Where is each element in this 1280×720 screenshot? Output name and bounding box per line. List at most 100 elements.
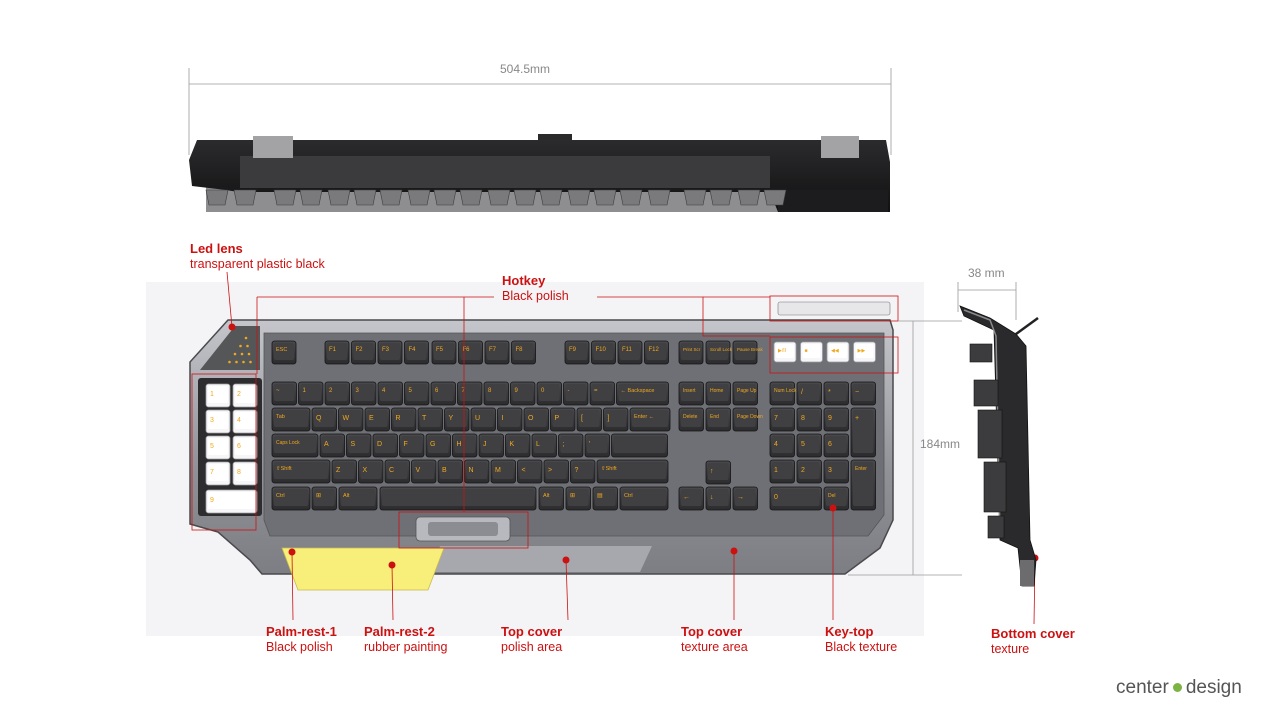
key-row2-6: Y	[444, 407, 470, 432]
key-legend: 1	[303, 388, 307, 394]
key-legend: '	[589, 441, 590, 448]
led-lens-panel	[200, 326, 260, 370]
key-legend: 5	[409, 388, 413, 394]
front-keycap-3	[299, 189, 323, 206]
key-legend: B	[442, 467, 447, 474]
front-keycap-10	[487, 189, 511, 206]
front-keycap-14	[593, 189, 617, 206]
key-pause-break: Pause Break	[732, 340, 764, 365]
key-row1-12: =	[589, 381, 615, 406]
key-legend: Z	[336, 467, 341, 474]
side-view	[957, 282, 1039, 587]
led-lens-subtitle: transparent plastic black	[190, 257, 325, 271]
key-legend: ESC	[276, 347, 287, 353]
key-print-screen: Print Scr	[678, 340, 704, 365]
key-legend: C	[389, 467, 394, 474]
key-row1-10: 0	[536, 381, 562, 406]
front-keycap-6	[379, 189, 403, 206]
key-legend: 3	[828, 467, 832, 474]
key-legend: ⊞	[570, 493, 575, 499]
key-row2-9: O	[523, 407, 549, 432]
key-nav-1: Home	[705, 381, 731, 406]
key-legend: F7	[489, 347, 497, 353]
key-legend: V	[416, 467, 421, 474]
front-view	[188, 68, 892, 212]
key-num-minus: −	[850, 381, 876, 406]
key-row2-1: Q	[311, 407, 337, 432]
key-legend: 9	[828, 415, 832, 422]
key-f10: F10	[591, 340, 616, 365]
macro-key-7: 7	[205, 461, 231, 486]
key-legend: S	[351, 441, 356, 448]
key-legend: 7	[774, 415, 778, 422]
key-legend: 4	[382, 388, 386, 394]
key-legend: /	[801, 389, 803, 396]
key-row2-4: R	[391, 407, 417, 432]
key-row2-7: U	[470, 407, 496, 432]
key-num-3: 3	[823, 459, 849, 484]
palm-rest-rubber	[281, 547, 445, 591]
front-keycap-15	[619, 189, 643, 206]
key-legend: 3	[356, 388, 360, 394]
side-keycap-2	[977, 409, 1003, 459]
height-dimension-label: 38 mm	[968, 266, 1005, 280]
macro-key-2: 2	[232, 383, 258, 408]
logo-text-left: center	[1116, 677, 1169, 698]
bottom-cover-subtitle: texture	[991, 642, 1030, 656]
key-legend: F2	[356, 347, 364, 353]
key-row3-3: D	[372, 433, 398, 458]
key-num-plus: +	[850, 407, 876, 458]
key-legend: Del	[828, 493, 836, 499]
key-row2-8: I	[497, 407, 523, 432]
front-keycap-18	[709, 189, 733, 206]
key-enter-lower	[611, 433, 668, 458]
key-legend: Print Scr	[683, 347, 701, 352]
key-num-enter: Enter	[850, 459, 876, 511]
key-legend: Scroll Lock	[710, 347, 733, 352]
led-dot	[249, 360, 252, 364]
front-key-teeth	[205, 189, 787, 206]
key-legend: I	[502, 415, 504, 422]
key-legend: =	[594, 388, 598, 394]
led-dot	[239, 344, 242, 348]
key-legend: ⇧Shift	[601, 465, 617, 472]
macro-callout-frame	[191, 373, 257, 531]
key-f3: F3	[377, 340, 403, 365]
key-row2-3: E	[364, 407, 390, 432]
key-legend: 0	[774, 494, 778, 501]
macro-key-6: 6	[232, 435, 258, 460]
key-left-win: ⊞	[311, 486, 337, 511]
key-arrow-up: ↑	[705, 460, 731, 485]
key-legend: Y	[449, 415, 454, 422]
key-legend: Alt	[343, 493, 350, 499]
key-legend: Home	[710, 388, 724, 394]
key-num-9: 9	[823, 407, 849, 432]
key-legend: Enter ←	[634, 414, 654, 420]
key-legend: N	[469, 467, 474, 474]
key-legend: F9	[569, 347, 577, 353]
front-keycap-8	[433, 189, 457, 206]
key-legend: 2	[801, 467, 805, 474]
macro-key-3: 3	[205, 409, 231, 434]
side-keycap-3	[983, 461, 1007, 513]
key-legend: ;	[563, 441, 565, 448]
key-top-title: Key-top	[825, 624, 874, 639]
key-legend: F1	[329, 347, 337, 353]
key-tab: Tab	[271, 407, 311, 432]
key-legend: ▤	[597, 493, 603, 499]
key-legend: Tab	[276, 414, 285, 420]
key-row2-11: [	[576, 407, 602, 432]
key-f9: F9	[564, 340, 590, 365]
key-legend: 6	[237, 443, 241, 450]
key-legend: 5	[210, 443, 214, 450]
key-legend: F11	[622, 347, 633, 353]
key-nav-5: Page Down	[732, 407, 763, 432]
led-dot	[240, 352, 244, 356]
led-dot	[228, 360, 231, 364]
key-row1-0: ~	[271, 381, 297, 406]
front-keycap-2	[273, 189, 297, 206]
key-f11: F11	[617, 340, 643, 365]
front-keycap-0	[205, 189, 229, 206]
key-legend: Delete	[683, 414, 698, 420]
front-keycap-19	[737, 189, 761, 206]
